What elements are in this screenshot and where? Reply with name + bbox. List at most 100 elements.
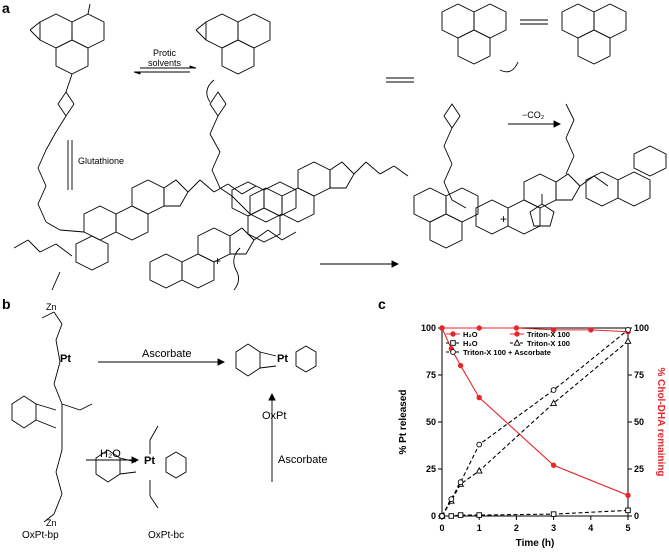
series-4 [439, 327, 631, 519]
dha-ether-molecule [561, 3, 627, 65]
data-point [514, 331, 520, 337]
series-2 [439, 507, 631, 519]
y-right-tick-label: 50 [634, 417, 644, 427]
glutathione-label: Glutathione [78, 156, 125, 166]
ascorbate-top-label: Ascorbate [142, 348, 192, 360]
y-right-tick-label: 25 [634, 464, 644, 474]
legend-entry-3: Triton-X 100 [510, 339, 570, 348]
protic-solvents-label: Protic solvents [148, 48, 182, 68]
svg-text:Pt: Pt [277, 353, 288, 365]
legend-entry-4: Triton-X 100 + Ascorbate [446, 348, 551, 357]
legend-entry-0: H₂O [446, 330, 478, 339]
y-left-tick-label: 25 [426, 464, 436, 474]
svg-text:Zn: Zn [46, 302, 57, 312]
panel-b-arrows [86, 358, 276, 482]
water-label: H₂O [100, 448, 121, 460]
x-tick-label: 3 [551, 523, 556, 533]
data-point [550, 462, 557, 468]
series-line [441, 329, 629, 517]
y-right-tick-label: 0 [634, 511, 639, 521]
data-point [513, 339, 521, 346]
series-line [442, 509, 629, 517]
legend-entry-2: H₂O [446, 339, 478, 348]
carbonic-acid-molecule [443, 103, 609, 235]
y-right-tick-label: 75 [634, 370, 644, 380]
oxpt-bp-name: OxPt-bp [22, 530, 59, 541]
panel-a-scheme [13, 3, 667, 291]
thiocarbonate-molecule [529, 194, 555, 227]
decarboxylation-label: −CO₂ [522, 110, 545, 120]
x-tick-label: 5 [625, 523, 630, 533]
oxpt-bc-name: OxPt-bc [148, 530, 185, 541]
data-point [550, 327, 557, 333]
x-axis-label: Time (h) [516, 538, 555, 549]
oxpt-bc-molecule [95, 425, 187, 509]
data-point [450, 349, 456, 355]
data-point [550, 387, 557, 393]
series-3 [438, 337, 632, 519]
data-point [475, 466, 483, 474]
series-line [442, 327, 629, 333]
plus-sign-2: + [500, 212, 508, 226]
data-point [625, 507, 631, 514]
panel-b-letter: b [2, 296, 11, 312]
data-point [439, 513, 445, 519]
svg-text:Pt: Pt [144, 455, 155, 467]
y-left-tick-label: 75 [426, 370, 436, 380]
x-tick-label: 0 [439, 523, 444, 533]
y-right-axis-label: % Chol-DHA remaining [655, 367, 666, 476]
panel-a-letter: a [2, 0, 10, 16]
oxocarbenium-molecule [441, 3, 519, 73]
data-point [588, 327, 594, 333]
y-left-tick-label: 50 [426, 417, 436, 427]
panel-c-letter: c [378, 296, 386, 312]
data-point [550, 399, 558, 406]
data-point [448, 513, 455, 519]
legend-label: Triton-X 100 + Ascorbate [463, 348, 551, 357]
data-point [476, 441, 483, 448]
oxpt-name: OxPt [262, 410, 287, 422]
x-tick-label: 2 [514, 523, 519, 533]
data-point [550, 511, 557, 517]
legend-label: H₂O [463, 330, 478, 339]
data-point [476, 512, 482, 518]
data-point [476, 394, 482, 401]
legend-label: H₂O [463, 339, 478, 348]
intermediate-molecule [195, 13, 409, 223]
legend-label: Triton-X 100 [527, 339, 570, 348]
data-point [625, 327, 631, 333]
alcohol-molecule [565, 103, 667, 207]
x-tick-label: 1 [477, 523, 482, 533]
data-point [625, 492, 631, 499]
thiol-intermediate-molecule [231, 181, 297, 291]
y-right-tick-label: 100 [634, 323, 649, 333]
ascorbate-side-label: Ascorbate [278, 454, 328, 466]
data-point [439, 325, 445, 331]
series-line [441, 340, 629, 517]
y-left-tick-label: 0 [431, 511, 436, 521]
data-point [457, 362, 464, 369]
chol-dha-molecule [29, 3, 257, 241]
oxpt-molecule [235, 343, 317, 377]
svg-text:Zn: Zn [46, 518, 57, 528]
data-point [513, 325, 520, 331]
data-point [624, 337, 632, 344]
dha-product-molecule [413, 187, 479, 249]
data-point [457, 512, 464, 518]
legend-entry-1: Triton-X 100 [510, 330, 570, 339]
data-point [448, 496, 455, 502]
y-left-tick-label: 100 [421, 323, 436, 333]
series-1 [439, 325, 631, 499]
plus-sign-1: + [214, 254, 222, 268]
oxpt-bp-molecule [11, 311, 93, 523]
svg-text:Pt: Pt [60, 353, 71, 365]
panel-b-scheme: Pt Pt Pt Zn Zn [11, 302, 317, 528]
legend-label: Triton-X 100 [527, 330, 570, 339]
x-tick-label: 4 [588, 523, 593, 533]
data-point [450, 331, 456, 337]
y-left-axis-label: % Pt released [398, 389, 409, 454]
data-point [450, 340, 456, 346]
data-point [457, 479, 464, 486]
data-point [476, 325, 482, 331]
